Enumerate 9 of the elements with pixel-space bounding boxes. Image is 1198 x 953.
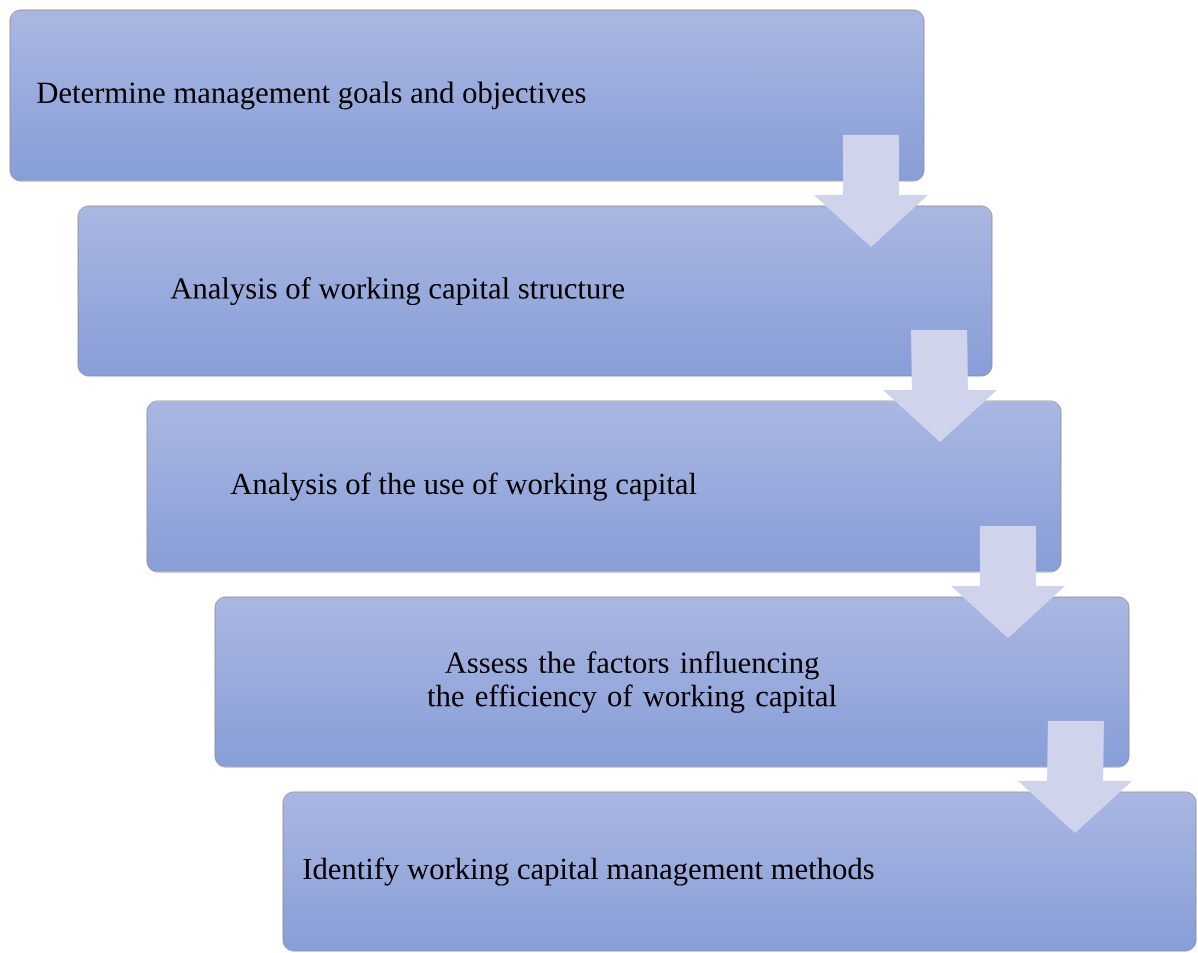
- block-arrow: [882, 329, 998, 443]
- block-arrow: [950, 525, 1066, 639]
- block-arrow: [813, 134, 929, 248]
- process-box: Analysis of working capital structure: [77, 205, 993, 377]
- process-box: Determine management goals and objectives: [9, 9, 925, 182]
- process-box: Identify working capital management methods: [282, 791, 1197, 952]
- block-arrow: [1017, 720, 1133, 834]
- process-box: Assess the factors influencing the efficiency of working capital: [214, 596, 1130, 768]
- process-box: Analysis of the use of working capital: [146, 400, 1062, 573]
